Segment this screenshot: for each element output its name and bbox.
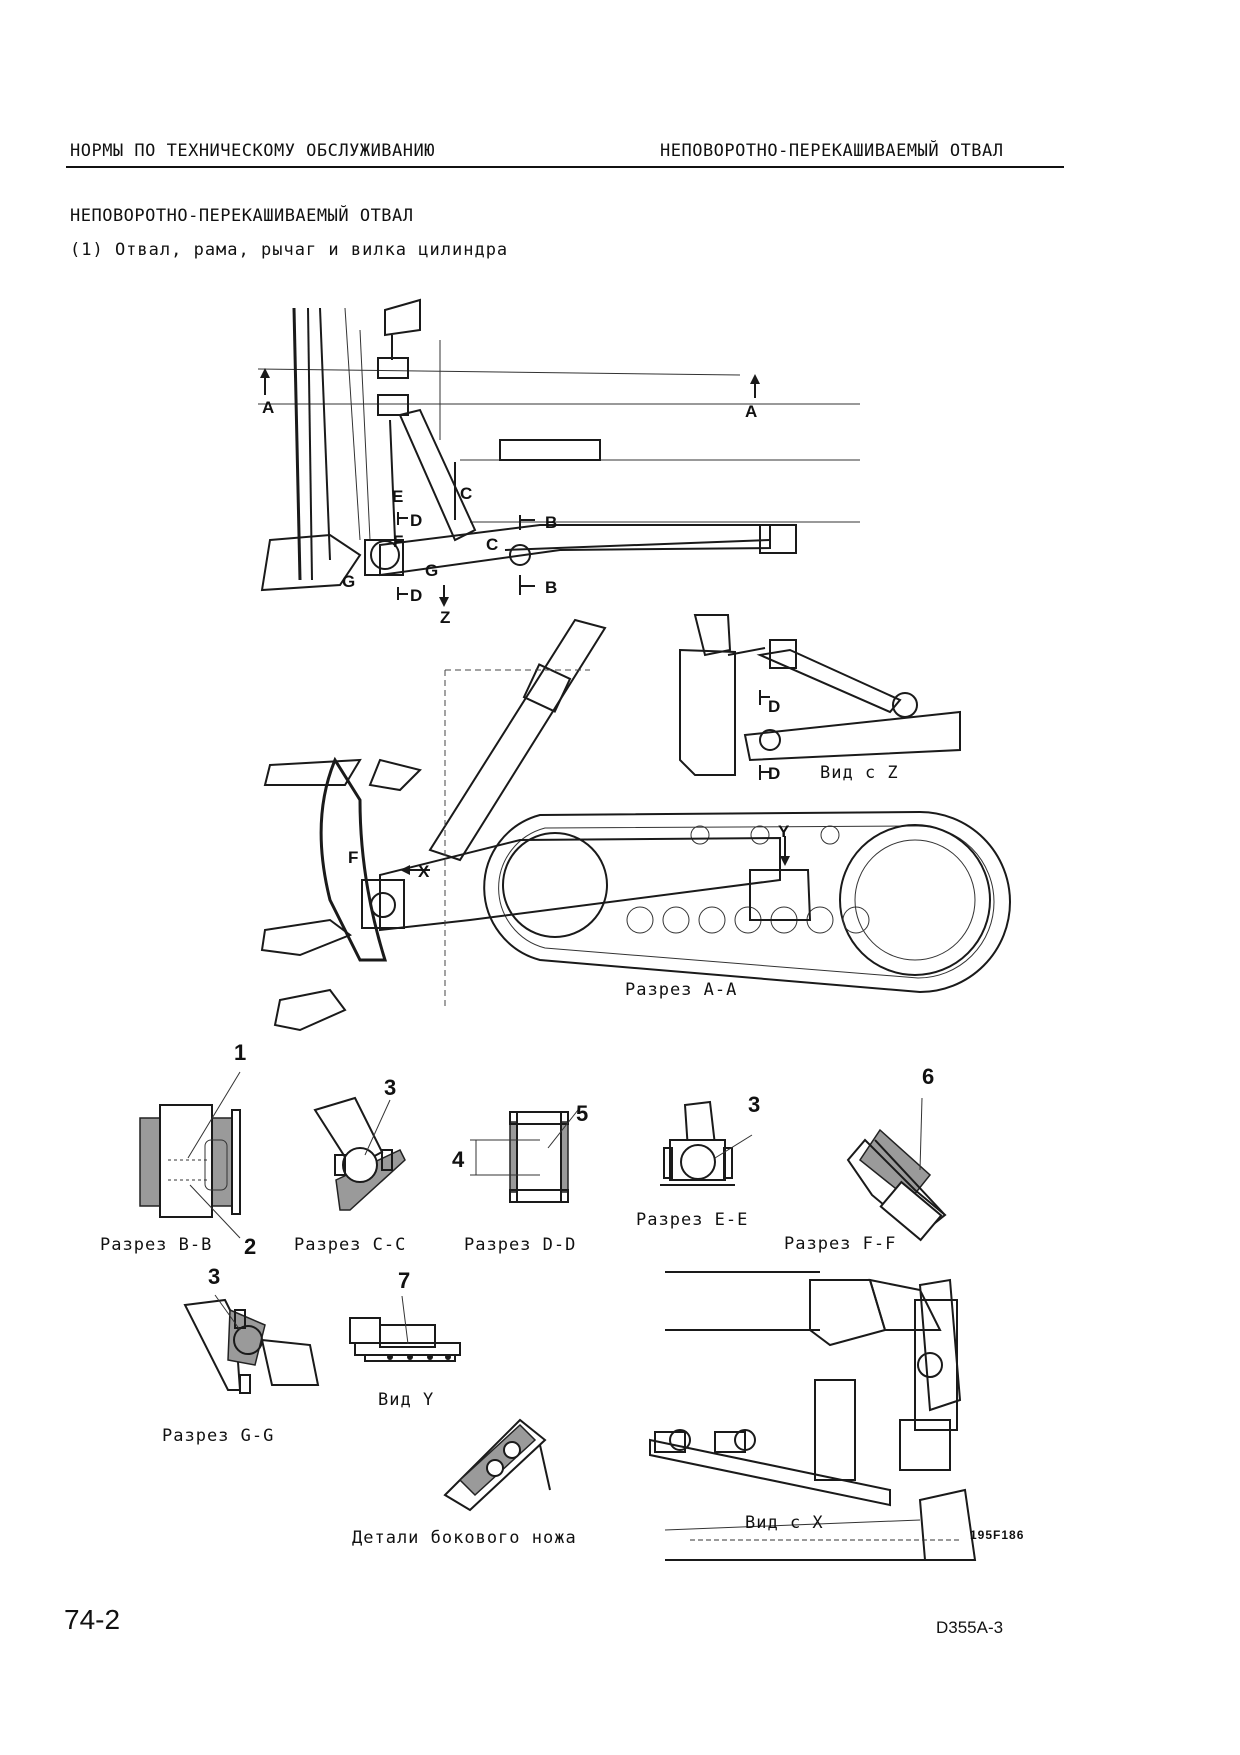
callout-6: 6 — [922, 1064, 935, 1089]
model-code: D355A-3 — [936, 1618, 1004, 1637]
section-dd-drawing — [470, 1109, 579, 1203]
view-z-marker-d-top: D — [768, 697, 781, 716]
marker-d-bottom: D — [410, 586, 423, 605]
section-bb-caption: Разрез B-B — [100, 1235, 213, 1255]
section-ff-drawing — [846, 1097, 947, 1242]
marker-a-left: A — [262, 398, 275, 417]
view-x-caption: Вид с X — [745, 1513, 824, 1533]
callout-3-cc: 3 — [384, 1075, 397, 1100]
view-z-drawing — [679, 614, 961, 780]
marker-d-top: D — [410, 511, 423, 530]
section-bb-drawing — [139, 1071, 241, 1239]
marker-e: E — [392, 487, 404, 506]
section-dd-caption: Разрез D-D — [464, 1235, 577, 1255]
callout-2: 2 — [244, 1234, 257, 1259]
marker-a-right: A — [745, 402, 758, 421]
view-y-caption: Вид Y — [378, 1390, 435, 1410]
section-gg-drawing — [183, 1294, 320, 1394]
marker-c-top: C — [460, 484, 473, 503]
marker-x: X — [418, 862, 430, 881]
section-ff-caption: Разрез F-F — [784, 1234, 897, 1254]
section-aa-drawing — [260, 618, 1011, 1032]
header-rule — [66, 166, 1064, 168]
view-x-drawing — [649, 1271, 977, 1561]
top-side-view — [257, 298, 860, 607]
marker-f-aa: F — [348, 848, 359, 867]
marker-g-left: G — [342, 572, 356, 591]
view-z-marker-d-bottom: D — [768, 764, 781, 783]
view-y-drawing — [349, 1295, 461, 1362]
side-knife-drawing — [443, 1418, 551, 1512]
callout-4: 4 — [452, 1147, 465, 1172]
marker-b-bottom: B — [545, 578, 558, 597]
callout-5: 5 — [576, 1101, 589, 1126]
subtitle: (1) Отвал, рама, рычаг и вилка цилиндра — [70, 240, 509, 260]
section-aa-caption: Разрез A-A — [625, 980, 738, 1000]
marker-z: Z — [440, 608, 451, 627]
marker-b-top: B — [545, 513, 558, 532]
side-knife-caption: Детали бокового ножа — [352, 1528, 577, 1548]
callout-3-gg: 3 — [208, 1264, 221, 1289]
callout-1: 1 — [234, 1040, 247, 1065]
marker-g-right: G — [425, 561, 439, 580]
marker-f: F — [393, 532, 404, 551]
section-ee-drawing — [660, 1100, 753, 1186]
section-cc-caption: Разрез C-C — [294, 1235, 407, 1255]
header-right: НЕПОВОРОТНО-ПЕРЕКАШИВАЕМЫЙ ОТВАЛ — [660, 141, 1004, 161]
header-left: НОРМЫ ПО ТЕХНИЧЕСКОМУ ОБСЛУЖИВАНИЮ — [70, 141, 435, 161]
section-cc-drawing — [313, 1096, 406, 1211]
section-title: НЕПОВОРОТНО-ПЕРЕКАШИВАЕМЫЙ ОТВАЛ — [70, 206, 414, 226]
marker-c-bottom: C — [486, 535, 499, 554]
section-ee-caption: Разрез E-E — [636, 1210, 749, 1230]
drawing-code: 195F186 — [970, 1528, 1025, 1542]
page-number: 74-2 — [64, 1604, 121, 1635]
section-gg-caption: Разрез G-G — [162, 1426, 275, 1446]
marker-y: Y — [778, 822, 790, 841]
view-z-caption: Вид с Z — [820, 763, 899, 783]
callout-7: 7 — [398, 1268, 411, 1293]
callout-3-ee: 3 — [748, 1092, 761, 1117]
